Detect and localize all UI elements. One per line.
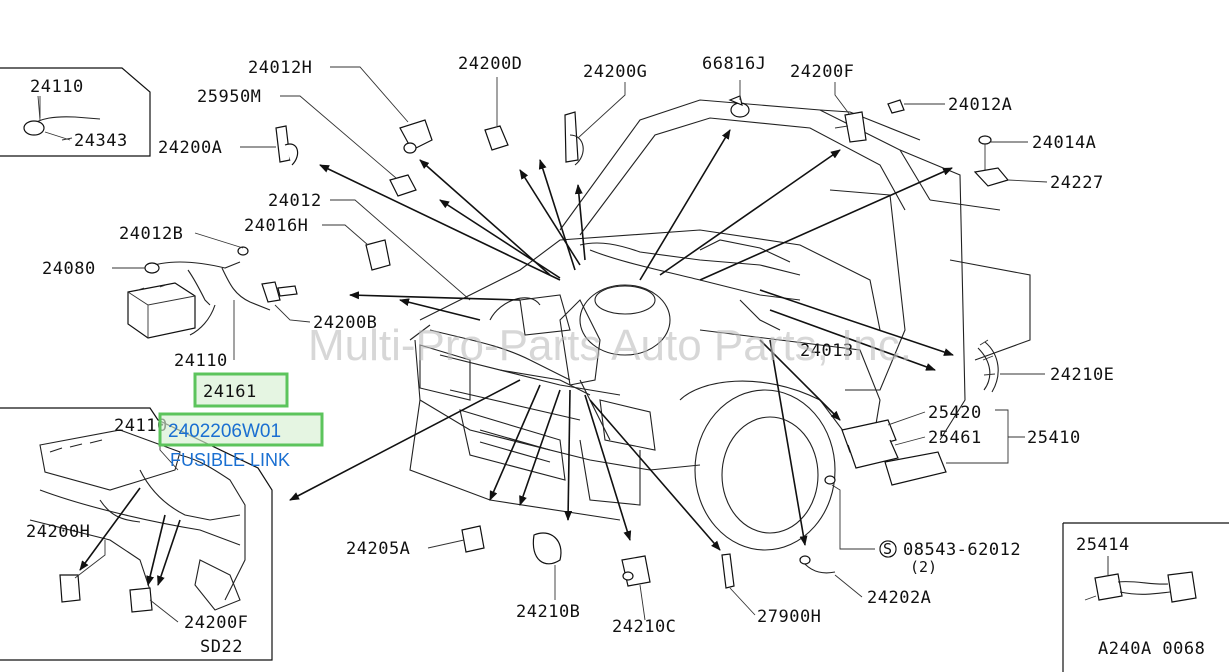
label-24200H[interactable]: 24200H (26, 522, 90, 542)
label-25950M[interactable]: 25950M (197, 87, 261, 107)
label-24012A[interactable]: 24012A (948, 95, 1012, 115)
label-24202A[interactable]: 24202A (867, 588, 931, 608)
label-24012B[interactable]: 24012B (119, 224, 183, 244)
truck-sketch (409, 99, 1031, 551)
highlight-24161[interactable]: 24161 (193, 372, 289, 408)
label-24080[interactable]: 24080 (42, 259, 96, 279)
diagram-code: A240A 0068 (1098, 639, 1205, 659)
label-08543-62012[interactable]: 08543-62012 (903, 540, 1021, 560)
label-2402206W01[interactable]: 2402206W01 (168, 421, 281, 442)
label-24012H[interactable]: 24012H (248, 58, 312, 78)
label-24161[interactable]: 24161 (203, 382, 257, 402)
inset-top-left (0, 67, 151, 157)
highlight-2402206W01[interactable]: 2402206W01 (158, 412, 324, 447)
label-24200A[interactable]: 24200A (158, 138, 222, 158)
label-24210B[interactable]: 24210B (516, 602, 580, 622)
arrows (289, 129, 954, 551)
label-24200G[interactable]: 24200G (583, 62, 647, 82)
label-24200F-top[interactable]: 24200F (790, 62, 854, 82)
label-25420[interactable]: 25420 (928, 403, 982, 423)
part-labels: 24110 24343 24012H 25950M 24200A 24200D … (26, 54, 1205, 659)
svg-text:S: S (883, 540, 892, 558)
label-24227[interactable]: 24227 (1050, 173, 1104, 193)
label-24012[interactable]: 24012 (268, 191, 322, 211)
label-24110-mid[interactable]: 24110 (174, 351, 228, 371)
label-SD22: SD22 (200, 637, 243, 657)
screw-spec-symbol: S (879, 540, 897, 558)
inset-bottom-right (1062, 522, 1229, 672)
label-24014A[interactable]: 24014A (1032, 133, 1096, 153)
label-24013[interactable]: 24013 (800, 341, 854, 361)
label-66816J[interactable]: 66816J (702, 54, 766, 74)
label-24343[interactable]: 24343 (74, 131, 128, 151)
label-24210E[interactable]: 24210E (1050, 365, 1114, 385)
inset-bottom-left (0, 407, 273, 661)
label-24200B[interactable]: 24200B (313, 313, 377, 333)
label-24016H[interactable]: 24016H (244, 216, 308, 236)
label-24200F-low[interactable]: 24200F (184, 613, 248, 633)
label-24110-inset[interactable]: 24110 (30, 77, 84, 97)
label-08543-qty: (2) (910, 558, 937, 576)
label-25461[interactable]: 25461 (928, 428, 982, 448)
label-25414[interactable]: 25414 (1076, 535, 1130, 555)
label-24200D[interactable]: 24200D (458, 54, 522, 74)
fusible-link-label[interactable]: FUSIBLE LINK (170, 450, 290, 470)
label-24110-low[interactable]: 24110 (114, 416, 168, 436)
watermark: Multi-Pro-Parts Auto Parts, Inc. (308, 321, 912, 370)
label-25410[interactable]: 25410 (1027, 428, 1081, 448)
label-27900H[interactable]: 27900H (757, 607, 821, 627)
part-glyphs (127, 95, 1010, 589)
leader-lines (39, 66, 1109, 623)
label-24210C[interactable]: 24210C (612, 617, 676, 637)
label-24205A[interactable]: 24205A (346, 539, 410, 559)
